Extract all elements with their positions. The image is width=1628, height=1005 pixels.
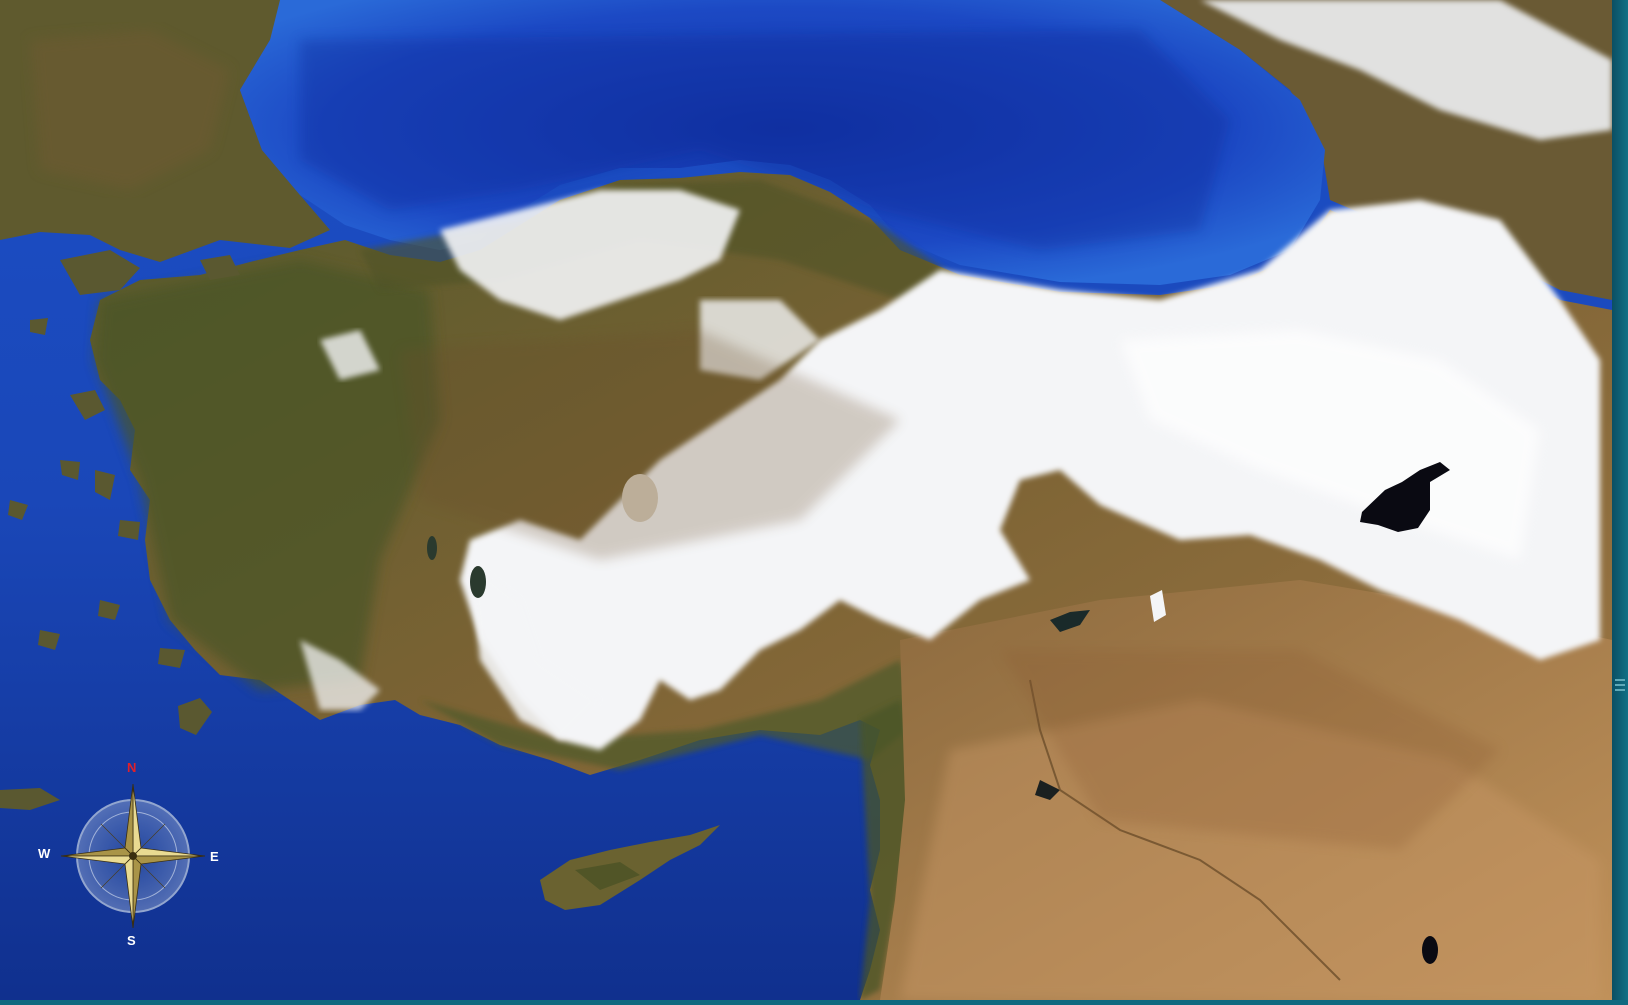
lake-van xyxy=(1360,462,1450,532)
reservoir xyxy=(1050,610,1090,632)
bottom-edge xyxy=(0,1000,1628,1005)
resize-handle-icon[interactable] xyxy=(1614,676,1626,694)
lake-beysehir xyxy=(470,566,486,598)
lake-egirdir xyxy=(427,536,437,560)
caucasus-snow xyxy=(1200,0,1612,140)
compass-letter-west: W xyxy=(38,846,51,861)
rhodes-island xyxy=(178,698,212,735)
compass-letter-north: N xyxy=(127,760,137,775)
cyprus-island xyxy=(540,825,720,910)
compass-letter-east: E xyxy=(210,849,219,864)
euphrates-river xyxy=(1029,679,1341,981)
crete-island xyxy=(0,788,60,810)
aegean-islands xyxy=(8,250,240,668)
compass-letter-south: S xyxy=(127,933,136,948)
compass-star-main xyxy=(60,783,206,929)
side-panel-edge xyxy=(1612,0,1628,1005)
compass-rose xyxy=(60,783,206,929)
